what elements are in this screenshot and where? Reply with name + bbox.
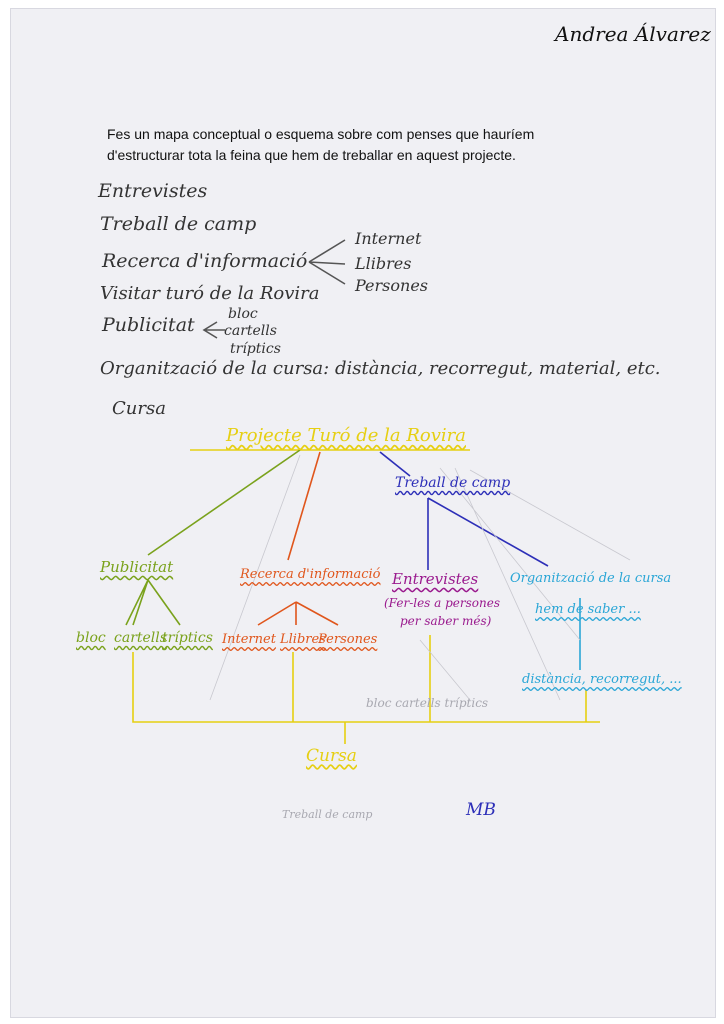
map-pub-triptics: tríptics	[162, 630, 213, 646]
list-item-cursa: Cursa	[112, 398, 166, 419]
edge-root-recerca	[287, 451, 321, 561]
assignment-line-1: Fes un mapa conceptual o esquema sobre c…	[107, 126, 535, 142]
map-root: Projecte Turó de la Rovira	[226, 425, 466, 446]
map-entrevistes: Entrevistes	[392, 570, 479, 588]
recerca-sub-internet: Internet	[355, 229, 422, 248]
list-item-entrevistes: Entrevistes	[98, 180, 208, 202]
edges-to-cursa	[132, 635, 600, 744]
recerca-sub-persones: Persones	[355, 276, 428, 295]
faint-pencil-trio: bloc cartells tríptics	[366, 696, 489, 710]
recerca-arrow-lines	[308, 239, 346, 285]
recerca-sub-llibres: Llibres	[355, 254, 412, 273]
map-recerca: Recerca d'informació	[240, 567, 381, 582]
map-pub-bloc: bloc	[76, 630, 106, 646]
faint-pencil-lines	[209, 454, 631, 701]
author-signature: Andrea Álvarez	[555, 22, 711, 46]
map-entrevistes-note-1: (Fer-les a persones	[384, 596, 501, 610]
paper-sheet	[10, 8, 716, 1018]
edge-recerca-children	[257, 601, 339, 626]
edge-publicitat-children	[125, 579, 181, 626]
list-item-treball: Treball de camp	[100, 213, 257, 235]
map-rec-llibres: Llibres	[280, 632, 326, 647]
edge-root-publicitat	[147, 449, 301, 556]
map-rec-persones: Persones	[318, 632, 378, 647]
publicitat-sub-triptics: tríptics	[230, 341, 281, 357]
initials: MB	[466, 800, 496, 820]
map-publicitat: Publicitat	[100, 558, 174, 576]
list-item-visitar: Visitar turó de la Rovira	[100, 283, 320, 304]
map-organitzacio: Organització de la cursa	[510, 571, 672, 586]
map-entrevistes-note-2: per saber més)	[400, 614, 492, 628]
list-item-recerca: Recerca d'informació	[102, 250, 308, 272]
map-cursa: Cursa	[306, 746, 357, 766]
map-rec-internet: Internet	[222, 632, 276, 647]
map-org-detail: distància, recorregut, ...	[522, 672, 682, 687]
faint-pencil-treball: Treball de camp	[282, 808, 373, 821]
publicitat-sub-cartells: cartells	[224, 323, 277, 339]
map-pub-cartells: cartells	[114, 630, 167, 646]
assignment-line-2: d'estructurar tota la feina que hem de t…	[107, 147, 516, 163]
list-item-organitzacio: Organització de la cursa: distància, rec…	[100, 358, 661, 379]
list-item-publicitat: Publicitat	[102, 314, 195, 336]
map-treball-de-camp: Treball de camp	[395, 475, 511, 491]
map-org-note: hem de saber ...	[535, 602, 641, 617]
publicitat-arrow	[202, 321, 225, 339]
publicitat-sub-bloc: bloc	[228, 306, 258, 322]
edge-treball-children	[427, 497, 549, 570]
edge-root-treball	[379, 451, 411, 477]
